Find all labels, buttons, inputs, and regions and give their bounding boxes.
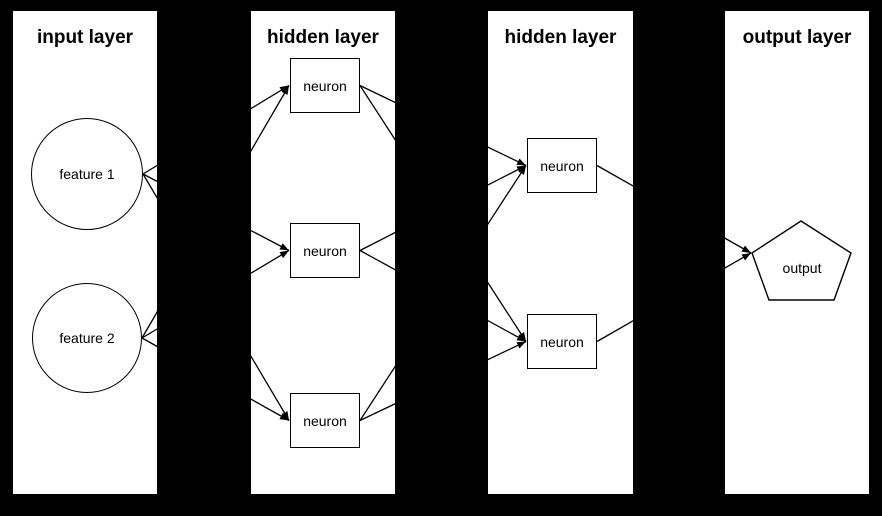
layer-title-hidden-1: hidden layer — [267, 27, 379, 48]
layer-title-hidden-2: hidden layer — [504, 27, 617, 48]
node-label: neuron — [303, 412, 347, 429]
node-label: neuron — [303, 242, 347, 259]
panel-input-layer: input layer — [13, 11, 157, 494]
hidden2-neuron-bottom: neuron — [527, 314, 597, 369]
node-label: feature 2 — [59, 330, 115, 346]
hidden1-neuron-bottom: neuron — [290, 393, 360, 448]
hidden1-neuron-top: neuron — [290, 58, 360, 113]
hidden2-neuron-top: neuron — [527, 138, 597, 193]
node-label: feature 1 — [59, 166, 115, 182]
node-label: neuron — [540, 333, 584, 350]
input-node-feature-2: feature 2 — [32, 283, 142, 393]
layer-title-output: output layer — [742, 27, 852, 48]
node-label: neuron — [540, 157, 584, 174]
node-label: neuron — [303, 77, 347, 94]
layer-title-input: input layer — [36, 27, 134, 48]
output-node-label: output — [782, 260, 822, 276]
pentagon-shape-icon — [751, 220, 852, 301]
hidden1-neuron-middle: neuron — [290, 223, 360, 278]
output-node-pentagon — [748, 217, 856, 304]
input-node-feature-1: feature 1 — [31, 118, 143, 230]
panel-hidden-layer-2: hidden layer — [488, 11, 633, 494]
